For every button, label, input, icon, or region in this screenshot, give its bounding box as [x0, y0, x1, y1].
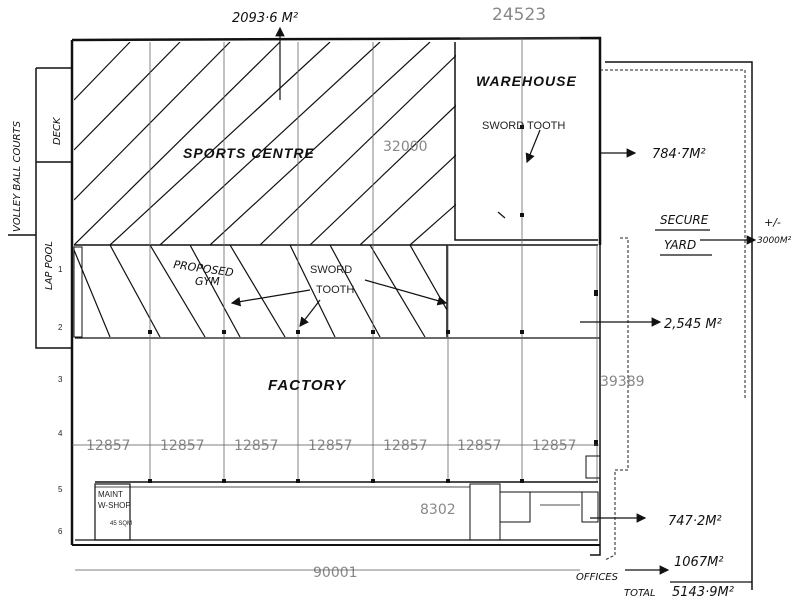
bay-dimension-2: 12857: [160, 438, 205, 454]
label-w-shop: W-SHOP: [98, 501, 131, 510]
label-maint-size: 45 SQM: [110, 521, 132, 527]
office-strip: [75, 455, 601, 541]
label-deck: DECK: [52, 116, 63, 145]
yard-boundary: [600, 69, 746, 561]
area-factory: 2,545 M²: [664, 317, 722, 332]
sports-centre-hatch: [74, 42, 456, 245]
gym-hatch: [74, 245, 447, 337]
dimension-lines: [72, 37, 600, 571]
area-warehouse: 784·7M²: [652, 147, 706, 162]
total-label: TOTAL: [624, 588, 656, 599]
label-yard: YARD: [664, 238, 696, 252]
yard-wall: [605, 61, 753, 590]
dimension-total-length: 90001: [313, 565, 358, 581]
label-sword-tooth-warehouse: SWORD TOOTH: [482, 120, 565, 132]
bay-dimension-3: 12857: [234, 438, 279, 454]
column-markers: [148, 125, 598, 483]
grid-mark-1: 1: [58, 265, 63, 274]
grid-mark-6: 6: [58, 527, 63, 536]
room-label-factory: FACTORY: [268, 377, 347, 394]
bay-dimensions: 12857 12857 12857 12857 12857 12857 12857: [85, 437, 579, 456]
label-tooth: TOOTH: [316, 284, 354, 296]
offices-area: 1067M²: [674, 555, 724, 570]
offices-label: OFFICES: [576, 572, 619, 583]
grid-mark-4: 4: [58, 429, 63, 438]
hand-underlines: [655, 229, 752, 583]
outside-features: [8, 67, 72, 349]
grid-mark-3: 3: [58, 375, 63, 384]
grid-mark-5: 5: [58, 485, 63, 494]
building-outline: [70, 36, 602, 556]
room-label-sports-centre: SPORTS CENTRE: [183, 145, 315, 161]
area-offices-block: 747·2M²: [668, 514, 722, 529]
label-sword: SWORD: [310, 264, 352, 276]
bay-dimension-1: 12857: [86, 438, 131, 454]
yard-size: 3000M²: [757, 236, 792, 246]
label-secure: SECURE: [660, 213, 709, 227]
room-label-warehouse: WAREHOUSE: [476, 73, 577, 89]
bay-dimension-5: 12857: [383, 438, 428, 454]
grid-marks: 1 2 3 4 5 6: [58, 265, 63, 536]
bay-dimension-4: 12857: [308, 438, 353, 454]
bay-dimension-6: 12857: [457, 438, 502, 454]
total-area: 5143·9M²: [672, 585, 734, 600]
dimension-warehouse-length: 32000: [383, 139, 428, 155]
bay-dimension-7: 12857: [532, 438, 577, 454]
dimension-office-depth: 8302: [420, 502, 456, 518]
yard-size-prefix: +/-: [764, 216, 781, 229]
label-volley-ball-courts: VOLLEY BALL COURTS: [12, 120, 23, 232]
label-lap-pool: LAP POOL: [44, 241, 55, 290]
area-top: 2093·6 M²: [232, 11, 298, 26]
label-gym: GYM: [195, 275, 220, 288]
dimension-top-width: 24523: [492, 5, 546, 25]
annotation-arrows: [230, 26, 757, 575]
dimension-right-length: 39389: [600, 374, 645, 390]
grid-mark-2: 2: [58, 323, 63, 332]
label-maint: MAINT: [98, 490, 123, 499]
